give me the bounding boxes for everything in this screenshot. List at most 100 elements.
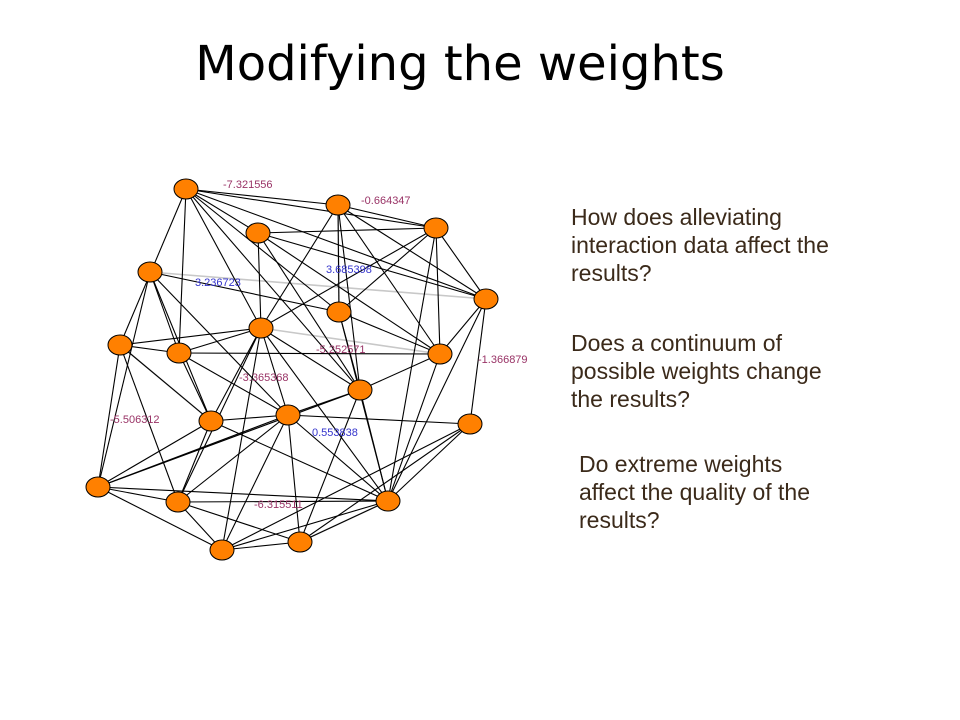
- graph-edge: [299, 423, 471, 543]
- graph-edge: [177, 420, 212, 503]
- graph-node: [173, 178, 199, 200]
- graph-edge: [257, 232, 361, 391]
- graph-edge: [149, 271, 340, 313]
- graph-edge: [97, 271, 151, 488]
- graph-edge: [260, 327, 361, 391]
- graph-edge: [260, 327, 289, 416]
- graph-edge: [337, 204, 487, 300]
- graph-edge: [210, 414, 289, 422]
- graph-nodes: [85, 178, 499, 561]
- graph-node: [107, 334, 133, 356]
- graph-edge: [178, 352, 212, 422]
- weight-label: -0.664347: [361, 195, 411, 207]
- graph-edge: [178, 352, 441, 355]
- question-alleviating-data: How does alleviating interaction data af…: [571, 204, 829, 286]
- graph-edge: [387, 298, 487, 502]
- graph-edge: [387, 423, 471, 502]
- graph-edge: [177, 414, 289, 503]
- graph-edge: [221, 500, 389, 551]
- graph-edge: [185, 188, 340, 313]
- graph-node: [166, 342, 192, 364]
- graph-edge: [221, 327, 262, 551]
- weight-label: 3.685398: [326, 264, 372, 276]
- graph-edge: [439, 298, 487, 355]
- question-continuum-weights: Does a continuum of possible weights cha…: [571, 330, 822, 412]
- graph-edge: [359, 353, 441, 391]
- graph-node: [275, 404, 301, 426]
- weight-label: -7.321556: [223, 179, 273, 191]
- graph-edge: [177, 500, 389, 503]
- graph-edge: [257, 227, 437, 234]
- weight-label: 3.236723: [195, 277, 241, 289]
- weight-label: -6.315511: [254, 499, 303, 511]
- graph-edge: [260, 327, 441, 355]
- graph-edge: [387, 353, 441, 502]
- graph-edge: [221, 423, 471, 551]
- graph-edge: [97, 486, 223, 551]
- graph-node: [457, 413, 483, 435]
- graph-node: [85, 476, 111, 498]
- graph-edge: [338, 227, 437, 313]
- graph-node: [198, 410, 224, 432]
- graph-node: [473, 288, 499, 310]
- graph-edge: [178, 352, 289, 416]
- graph-edge: [185, 188, 361, 391]
- graph-edge: [387, 227, 437, 502]
- weight-label: -1.366879: [478, 354, 528, 366]
- graph-edge: [260, 227, 437, 329]
- graph-edge: [287, 414, 389, 502]
- question-extreme-weights: Do extreme weights affect the quality of…: [579, 451, 811, 533]
- graph-edge: [185, 188, 487, 300]
- graph-edge: [337, 204, 340, 313]
- graph-node: [287, 531, 313, 553]
- graph-edge: [260, 204, 339, 329]
- weight-label: -5.252571: [316, 344, 366, 356]
- graph-edge: [185, 188, 262, 329]
- graph-node: [165, 491, 191, 513]
- graph-edge: [287, 414, 301, 543]
- graph-edge: [299, 500, 389, 543]
- graph-edge: [435, 227, 487, 300]
- graph-node: [423, 217, 449, 239]
- graph-edge: [359, 389, 389, 502]
- graph-edge: [338, 311, 441, 355]
- graph-edge: [257, 232, 441, 355]
- graph-edge: [469, 298, 487, 425]
- graph-edge: [185, 188, 339, 206]
- graph-edge: [149, 271, 289, 416]
- graph-edge: [97, 486, 179, 503]
- graph-edge: [185, 188, 437, 229]
- graph-node: [248, 317, 274, 339]
- graph-edge: [97, 414, 289, 488]
- graph-edge: [119, 344, 212, 422]
- slide-title: Modifying the weights: [195, 36, 725, 92]
- graph-edge: [299, 389, 361, 543]
- graph-edge: [337, 204, 361, 391]
- graph-edge: [97, 420, 212, 488]
- graph-edges: [97, 188, 487, 551]
- graph-node: [209, 539, 235, 561]
- graph-node: [137, 261, 163, 283]
- graph-edge: [260, 327, 389, 502]
- graph-edge: [210, 420, 389, 502]
- graph-edge: [221, 414, 289, 551]
- graph-edge: [287, 414, 471, 425]
- graph-edge: [337, 204, 437, 229]
- graph-edge: [119, 344, 179, 503]
- graph-node: [245, 222, 271, 244]
- graph-edge: [185, 188, 259, 234]
- graph-node: [375, 490, 401, 512]
- weight-label: -3.365368: [239, 372, 289, 384]
- graph-edge: [178, 327, 262, 354]
- graph-edge: [257, 232, 262, 329]
- graph-edge: [257, 232, 487, 300]
- weight-label: 0.553838: [312, 427, 358, 439]
- graph-edge: [149, 271, 487, 300]
- graph-edge: [221, 541, 301, 551]
- weight-labels: -7.321556 -0.664347 3.685398 3.236723 -5.252…: [110, 179, 528, 511]
- graph-edge: [97, 344, 121, 488]
- graph-node: [326, 301, 352, 323]
- graph-edge: [97, 486, 389, 502]
- graph-edge: [210, 327, 262, 422]
